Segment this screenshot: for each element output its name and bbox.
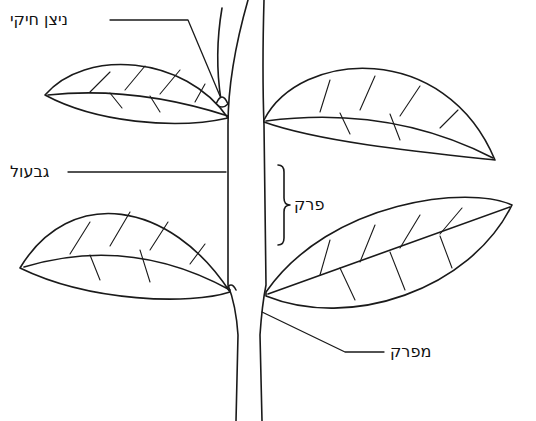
- stem-edge: [260, 0, 266, 421]
- leaf-midrib: [24, 255, 230, 290]
- leaf: [45, 64, 228, 123]
- leader-line: [68, 171, 226, 172]
- leaf-veins: [70, 212, 205, 282]
- leaf: [264, 68, 495, 160]
- stem-edge: [228, 0, 248, 421]
- bracket: [278, 165, 290, 245]
- leaf-midrib: [268, 207, 510, 294]
- leaf-veins: [90, 66, 205, 112]
- leaf-midrib: [266, 117, 493, 158]
- leader-line: [110, 20, 220, 96]
- leaf: [20, 214, 230, 300]
- leaf-veins: [320, 76, 458, 140]
- part-label: ניצן חיקי: [8, 10, 70, 30]
- part-label: מפרק: [388, 342, 433, 362]
- bud-shoot: [218, 8, 222, 100]
- leader-line: [262, 312, 384, 352]
- leaf-midrib: [48, 93, 228, 116]
- part-label: גבעול: [8, 162, 51, 182]
- leaf-veins: [320, 208, 462, 300]
- part-label: פרק: [292, 195, 326, 215]
